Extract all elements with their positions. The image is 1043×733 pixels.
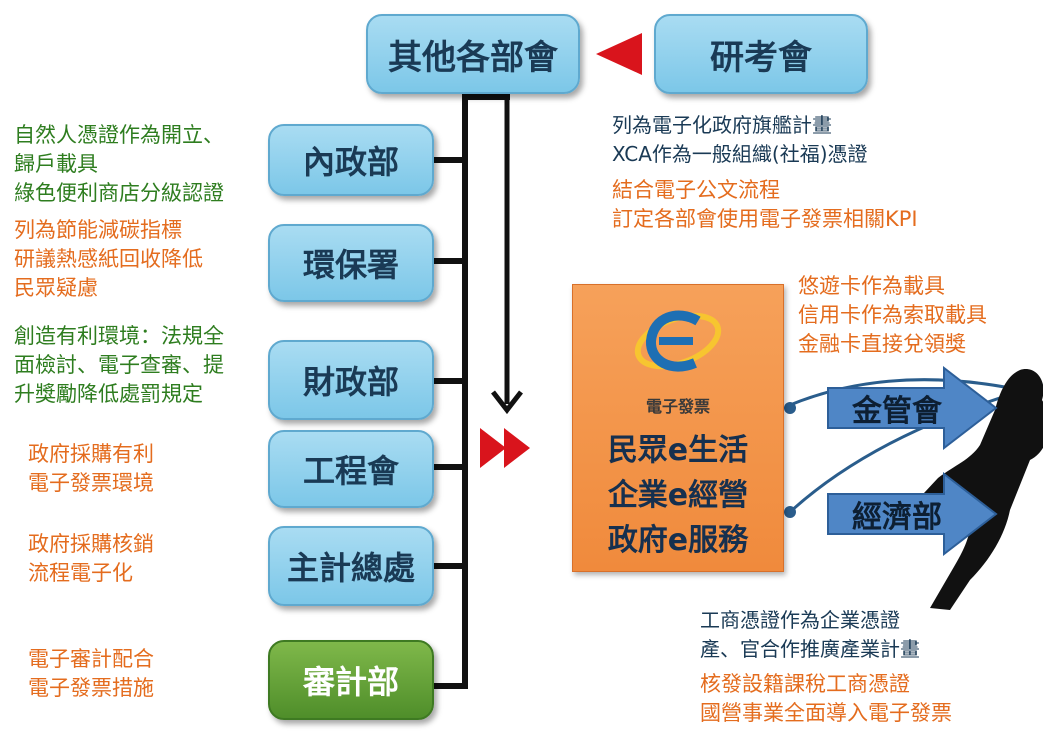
interior-box: 內政部 <box>268 124 434 196</box>
fsc-note-line1: 悠遊卡作為載具 <box>798 274 945 298</box>
rdec-note-line3: 結合電子公文流程 <box>612 178 780 202</box>
finance-note-line2: 面檢討、電子查審、提 <box>14 353 224 377</box>
rdec-note-line1: 列為電子化政府旗艦計畫 <box>612 113 832 137</box>
epa-box: 環保署 <box>268 224 434 302</box>
audit-note-line2: 電子發票措施 <box>28 676 154 700</box>
interior-note-line3: 綠色便利商店分級認證 <box>14 181 224 205</box>
moea-note-line2: 產、官合作推廣產業計畫 <box>700 637 920 661</box>
finance-note-line3: 升獎勵降低處罰規定 <box>14 382 203 406</box>
audit-note-line1: 電子審計配合 <box>28 647 154 671</box>
rdec-note-blue: 列為電子化政府旗艦計畫 XCA作為一般組織(社福)憑證 <box>612 111 868 169</box>
epa-note-line2: 研議熱感紙回收降低 <box>14 247 203 271</box>
finance-note-line1: 創造有利環境：法規全 <box>14 324 224 348</box>
e-invoice-panel: 電子發票 民眾e生活 企業e經營 政府e服務 <box>572 284 784 572</box>
dgbas-label: 主計總處 <box>286 549 415 587</box>
center-line-3: 政府e服務 <box>607 523 749 558</box>
pcc-label: 工程會 <box>302 452 399 490</box>
fsc-arrow: 金管會 <box>826 366 998 450</box>
finance-note: 創造有利環境：法規全 面檢討、電子查審、提 升獎勵降低處罰規定 <box>14 322 224 409</box>
moea-arrow: 經濟部 <box>826 472 998 556</box>
finance-label: 財政部 <box>302 363 399 401</box>
rdec-label: 研考會 <box>710 37 812 78</box>
audit-label: 審計部 <box>302 663 399 701</box>
interior-note-line1: 自然人憑證作為開立、 <box>14 123 224 147</box>
interior-note: 自然人憑證作為開立、 歸戶載具 綠色便利商店分級認證 <box>14 121 224 208</box>
e-invoice-logo-text: 電子發票 <box>645 397 710 416</box>
fsc-note-line2: 信用卡作為索取載具 <box>798 303 987 327</box>
fsc-note: 悠遊卡作為載具 信用卡作為索取載具 金融卡直接兌領獎 <box>798 272 987 359</box>
e-invoice-logo-icon <box>634 310 722 372</box>
dgbas-note: 政府採購核銷 流程電子化 <box>28 530 154 588</box>
other-ministries-box: 其他各部會 <box>366 14 580 94</box>
epa-note: 列為節能減碳指標 研議熱感紙回收降低 民眾疑慮 <box>14 216 203 303</box>
fsc-note-line3: 金融卡直接兌領獎 <box>798 332 966 356</box>
pcc-note-line1: 政府採購有利 <box>28 442 154 466</box>
rdec-box: 研考會 <box>654 14 868 94</box>
runner-silhouette-icon <box>910 369 1043 610</box>
red-left-arrow-icon <box>596 33 642 75</box>
rdec-note-line2: XCA作為一般組織(社福)憑證 <box>612 142 868 166</box>
pcc-note-line2: 電子發票環境 <box>28 471 154 495</box>
dgbas-note-line2: 流程電子化 <box>28 561 133 585</box>
dgbas-box: 主計總處 <box>268 526 434 606</box>
audit-note: 電子審計配合 電子發票措施 <box>28 645 154 703</box>
pcc-note: 政府採購有利 電子發票環境 <box>28 440 154 498</box>
epa-note-line3: 民眾疑慮 <box>14 276 98 300</box>
epa-note-line1: 列為節能減碳指標 <box>14 218 182 242</box>
moea-note-line4: 國營事業全面導入電子發票 <box>700 701 952 725</box>
moea-label: 經濟部 <box>852 500 942 535</box>
moea-arrow-shape-icon <box>827 472 998 556</box>
rdec-note-orange: 結合電子公文流程 訂定各部會使用電子發票相關KPI <box>612 176 918 234</box>
center-line-1: 民眾e生活 <box>607 433 749 468</box>
center-line-2: 企業e經營 <box>607 478 749 513</box>
moea-note-line3: 核發設籍課稅工商憑證 <box>700 672 910 696</box>
moea-note-line1: 工商憑證作為企業憑證 <box>700 608 900 632</box>
other-ministries-label: 其他各部會 <box>388 37 558 78</box>
rdec-note-line4: 訂定各部會使用電子發票相關KPI <box>612 207 918 231</box>
finance-box: 財政部 <box>268 340 434 420</box>
fsc-label: 金管會 <box>852 394 942 429</box>
fsc-arrow-shape-icon <box>827 366 998 450</box>
audit-box: 審計部 <box>268 640 434 720</box>
interior-note-line2: 歸戶載具 <box>14 152 98 176</box>
moea-note-orange: 核發設籍課稅工商憑證 國營事業全面導入電子發票 <box>700 670 952 728</box>
pcc-box: 工程會 <box>268 430 434 508</box>
moea-note-blue: 工商憑證作為企業憑證 產、官合作推廣產業計畫 <box>700 606 920 664</box>
dgbas-note-line1: 政府採購核銷 <box>28 532 154 556</box>
interior-label: 內政部 <box>302 143 399 181</box>
epa-label: 環保署 <box>302 246 399 284</box>
double-red-arrow-icon <box>480 428 530 468</box>
